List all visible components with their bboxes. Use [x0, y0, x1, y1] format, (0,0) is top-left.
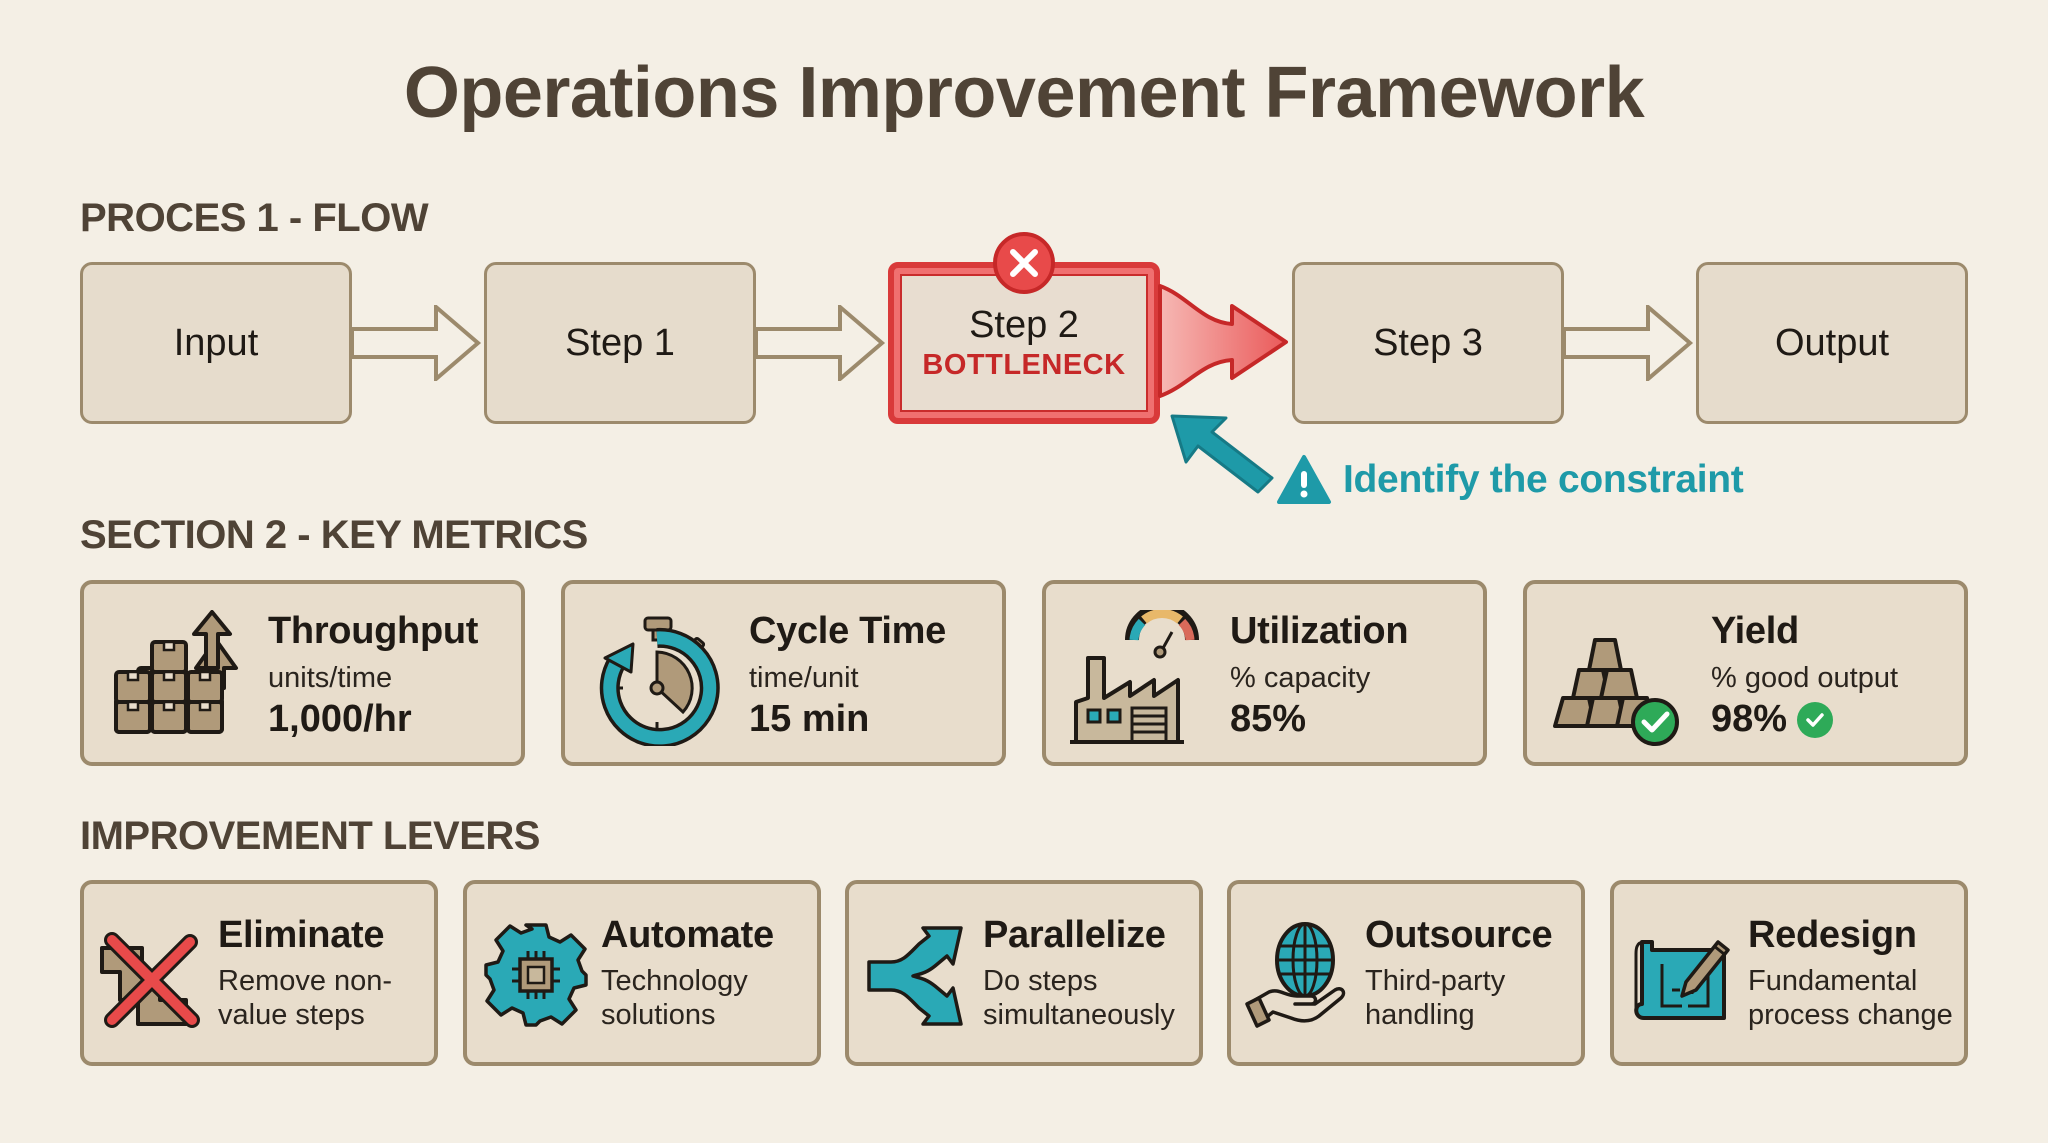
- hand-globe-icon: [1245, 922, 1346, 1028]
- key-metrics-heading: SECTION 2 - KEY METRICS: [80, 513, 588, 557]
- metric-value: 85%: [1230, 698, 1306, 741]
- warning-triangle-icon: [1277, 455, 1331, 504]
- flow-step-label: Step 1: [565, 321, 675, 364]
- check-circle-icon: [1797, 701, 1834, 738]
- factory-gauge-icon: [1070, 610, 1199, 744]
- flow-step-3: Step 3: [1292, 262, 1564, 424]
- flow-arrow-icon: [1564, 305, 1694, 381]
- metric-label: Cycle Time: [749, 610, 946, 652]
- lever-description: Remove non-value steps: [218, 965, 393, 1031]
- flow-step-label: Output: [1774, 321, 1890, 364]
- pointer-arrow-icon: [1170, 414, 1274, 494]
- metric-unit: units/time: [268, 662, 393, 694]
- split-arrows-icon: [867, 926, 963, 1026]
- metric-label: Utilization: [1230, 610, 1409, 652]
- flow-step-label: Step 2: [969, 304, 1079, 346]
- bottleneck-arrow-icon: [1158, 284, 1288, 398]
- crossed-out-steps-icon: [100, 932, 200, 1028]
- metric-value-text: 15 min: [749, 698, 870, 740]
- flow-step-output: Output: [1696, 262, 1968, 424]
- lever-card-eliminate: Eliminate Remove non-value steps: [80, 880, 438, 1066]
- gold-bars-check-icon: [1553, 638, 1679, 746]
- metric-value-text: 1,000/hr: [268, 698, 412, 740]
- callout-text: Identify the constraint: [1343, 458, 1744, 501]
- flow-arrow-icon: [352, 305, 482, 381]
- lever-description: Third-party handling: [1365, 965, 1506, 1031]
- metric-label: Throughput: [268, 610, 479, 652]
- x-circle-icon: [993, 232, 1055, 294]
- flow-arrow-icon: [756, 305, 886, 381]
- stacked-boxes-up-arrow-icon: [114, 610, 238, 734]
- metric-card-yield: Yield % good output 98%: [1523, 580, 1968, 766]
- blueprint-pencil-icon: [1634, 940, 1730, 1020]
- flow-step-label: Step 3: [1373, 321, 1483, 364]
- metric-unit: % good output: [1711, 662, 1899, 694]
- lever-label: Parallelize: [983, 914, 1166, 956]
- metric-card-throughput: Throughput units/time 1,000/hr: [80, 580, 525, 766]
- flow-step-input: Input: [80, 262, 352, 424]
- gear-chip-icon: [484, 923, 588, 1027]
- bottleneck-tag: BOTTLENECK: [922, 349, 1126, 381]
- metric-value: 15 min: [749, 698, 869, 741]
- metric-value-text: 85%: [1230, 698, 1307, 740]
- lever-description: Do steps simultaneously: [983, 965, 1175, 1031]
- lever-label: Outsource: [1365, 914, 1553, 956]
- metric-value-text: 98%: [1711, 698, 1788, 740]
- metric-card-utilization: Utilization % capacity 85%: [1042, 580, 1487, 766]
- lever-card-automate: Automate Technology solutions: [463, 880, 821, 1066]
- stopwatch-icon: [599, 616, 720, 746]
- process-flow-heading: PROCES 1 - FLOW: [80, 196, 429, 240]
- metric-label: Yield: [1711, 610, 1799, 652]
- page-title: Operations Improvement Framework: [403, 53, 1645, 133]
- lever-description: Fundamental process change: [1748, 965, 1953, 1031]
- metric-card-cycle-time: Cycle Time time/unit 15 min: [561, 580, 1006, 766]
- flow-step-label: Input: [173, 321, 259, 364]
- lever-label: Eliminate: [218, 914, 385, 956]
- lever-label: Redesign: [1748, 914, 1917, 956]
- lever-label: Automate: [601, 914, 774, 956]
- metric-unit: % capacity: [1230, 662, 1371, 694]
- lever-description: Technology solutions: [601, 965, 748, 1031]
- lever-card-redesign: Redesign Fundamental process change: [1610, 880, 1968, 1066]
- metric-value: 1,000/hr: [268, 698, 412, 741]
- metric-value: 98%: [1711, 698, 1834, 741]
- flow-step-1: Step 1: [484, 262, 756, 424]
- improvement-levers-heading: IMPROVEMENT LEVERS: [80, 814, 540, 858]
- lever-card-parallelize: Parallelize Do steps simultaneously: [845, 880, 1203, 1066]
- lever-card-outsource: Outsource Third-party handling: [1227, 880, 1585, 1066]
- metric-unit: time/unit: [749, 662, 859, 694]
